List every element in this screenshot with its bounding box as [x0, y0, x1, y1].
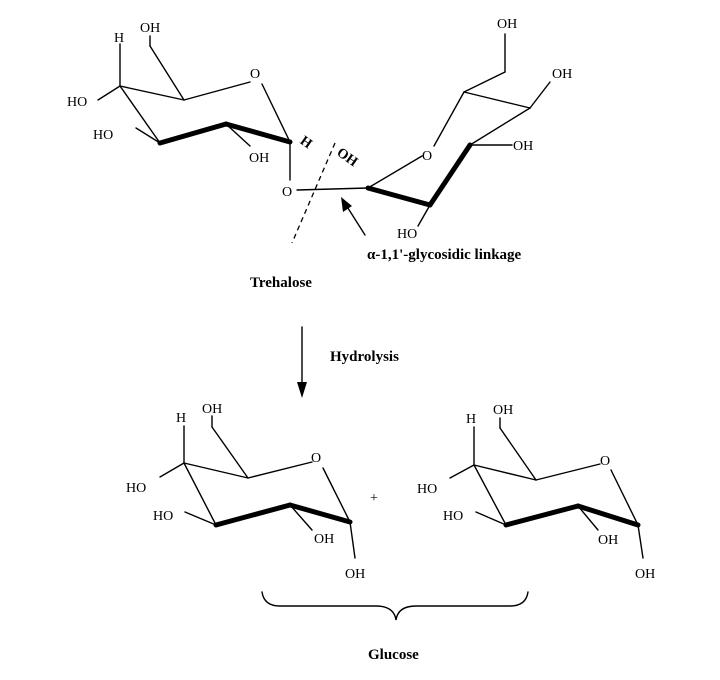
trehalose-ring-o-right: O: [422, 149, 432, 164]
trehalose-ho-right-bottom: HO: [397, 227, 417, 242]
trehalose-oh-right-top: OH: [497, 17, 517, 32]
glucose2-h-atom: H: [466, 412, 476, 427]
trehalose-cleaved-oh: OH: [334, 145, 361, 170]
glucose-right-ring: [449, 417, 644, 559]
glucose2-ho-1: HO: [417, 482, 437, 497]
trehalose-oh-right-2: OH: [513, 139, 533, 154]
glucose1-ho-1: HO: [126, 481, 146, 496]
glucose1-oh-anomeric: OH: [345, 567, 365, 582]
glucose2-ho-2: HO: [443, 509, 463, 524]
cleavage-dashed-line: [291, 142, 336, 244]
trehalose-right-ring: [365, 33, 551, 227]
trehalose-oh-right-1: OH: [552, 67, 572, 82]
hydrolysis-label: Hydrolysis: [330, 349, 399, 365]
plus-sign: +: [370, 491, 378, 506]
hydrolysis-arrowhead: [297, 382, 307, 398]
glucose2-oh-bottom: OH: [598, 533, 618, 548]
trehalose-oh-left-top: OH: [140, 21, 160, 36]
glucose-brace: [261, 591, 529, 621]
glucose1-ho-2: HO: [153, 509, 173, 524]
glucose2-oh-top: OH: [493, 403, 513, 418]
glucose1-ring-o: O: [311, 451, 321, 466]
trehalose-label: Trehalose: [250, 275, 312, 291]
glucose1-oh-top: OH: [202, 402, 222, 417]
trehalose-cleaved-h: H: [297, 134, 315, 153]
trehalose-ho-left-1: HO: [67, 95, 87, 110]
trehalose-bridge-o: O: [282, 185, 292, 200]
linkage-label: α-1,1'-glycosidic linkage: [367, 247, 522, 263]
glucose-left-ring: [159, 415, 356, 559]
trehalose-h-atom: H: [114, 31, 124, 46]
glucose1-h-atom: H: [176, 411, 186, 426]
glucose1-oh-bottom: OH: [314, 532, 334, 547]
linkage-arrow: [345, 204, 366, 236]
linkage-arrowhead: [341, 197, 352, 212]
glucose-label: Glucose: [368, 647, 419, 663]
trehalose-left-ring: [97, 35, 369, 191]
glucose2-oh-anomeric: OH: [635, 567, 655, 582]
trehalose-ho-left-2: HO: [93, 128, 113, 143]
trehalose-oh-left-bottom: OH: [249, 151, 269, 166]
trehalose-ring-o-left: O: [250, 67, 260, 82]
glucose2-ring-o: O: [600, 454, 610, 469]
